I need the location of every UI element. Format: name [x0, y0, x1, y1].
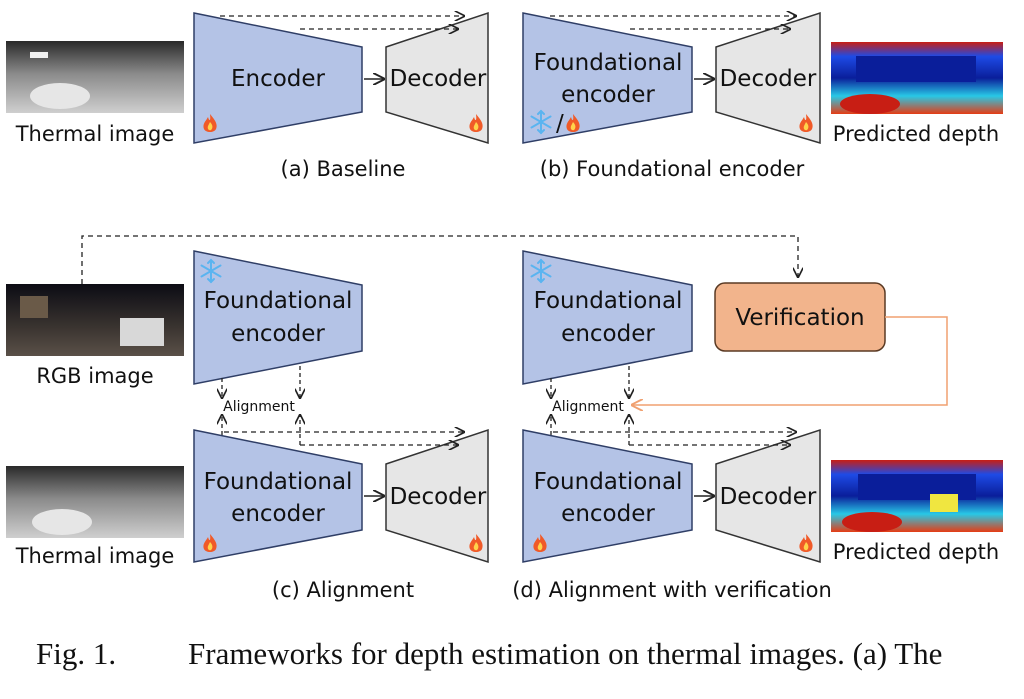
panel-c: RGB image Thermal image Foundational enc…	[6, 250, 489, 602]
encoder-label-line2: encoder	[561, 501, 655, 527]
panel-a: Thermal image Encoder Decoder (a) Baseli…	[6, 12, 489, 181]
encoder-label-line2: encoder	[231, 501, 325, 527]
thermal-image-label: Thermal image	[15, 544, 175, 568]
encoder-label-line2: encoder	[561, 321, 655, 347]
encoder-label-line2: encoder	[561, 82, 655, 108]
encoder-label-line1: Foundational	[534, 50, 683, 76]
alignment-label: Alignment	[223, 399, 295, 415]
encoder-label-line1: Foundational	[204, 469, 353, 495]
predicted-depth-map-d	[831, 460, 1003, 532]
frozen-foundational-encoder	[193, 250, 363, 385]
encoder-label-line1: Foundational	[204, 288, 353, 314]
rgb-image	[6, 284, 184, 356]
figure-caption-text: Frameworks for depth estimation on therm…	[188, 636, 943, 671]
verification-feedback-arrow	[632, 316, 948, 405]
rgb-image-label: RGB image	[36, 364, 153, 388]
caption-a: (a) Baseline	[281, 157, 406, 181]
decoder-label: Decoder	[720, 484, 817, 510]
rgb-to-verification-connector	[81, 235, 798, 284]
frozen-foundational-encoder	[522, 250, 693, 385]
caption-c: (c) Alignment	[272, 578, 414, 602]
encoder-block	[193, 12, 363, 144]
encoder-label-line1: Foundational	[534, 288, 683, 314]
figure-caption: Fig. 1. Frameworks for depth estimation o…	[36, 636, 996, 672]
encoder-label-line1: Foundational	[534, 469, 683, 495]
encoder-label: Encoder	[231, 66, 326, 92]
decoder-label: Decoder	[390, 66, 487, 92]
thermal-image-a	[6, 41, 184, 113]
verification-label: Verification	[735, 305, 864, 331]
decoder-label: Decoder	[720, 66, 817, 92]
caption-d: (d) Alignment with verification	[512, 578, 832, 602]
encoder-label-line2: encoder	[231, 321, 325, 347]
foundational-encoder-block	[522, 12, 693, 144]
alignment-label: Alignment	[552, 399, 624, 415]
panel-d: Foundational encoder Verification Alignm…	[512, 250, 1003, 602]
figure-number: Fig. 1.	[36, 636, 117, 671]
trainable-foundational-encoder	[193, 429, 363, 563]
thermal-image-c	[6, 466, 184, 538]
decoder-label: Decoder	[390, 484, 487, 510]
framework-diagram: Thermal image Encoder Decoder (a) Baseli…	[6, 0, 1003, 602]
predicted-depth-map-b	[831, 42, 1003, 114]
panel-b: Foundational encoder / Decoder Predicted…	[522, 12, 1003, 181]
thermal-image-label: Thermal image	[15, 122, 175, 146]
frozen-or-trainable-separator: /	[556, 111, 564, 137]
predicted-depth-label: Predicted depth	[833, 122, 999, 146]
predicted-depth-label: Predicted depth	[833, 540, 999, 564]
trainable-foundational-encoder	[522, 429, 693, 563]
caption-b: (b) Foundational encoder	[540, 157, 805, 181]
